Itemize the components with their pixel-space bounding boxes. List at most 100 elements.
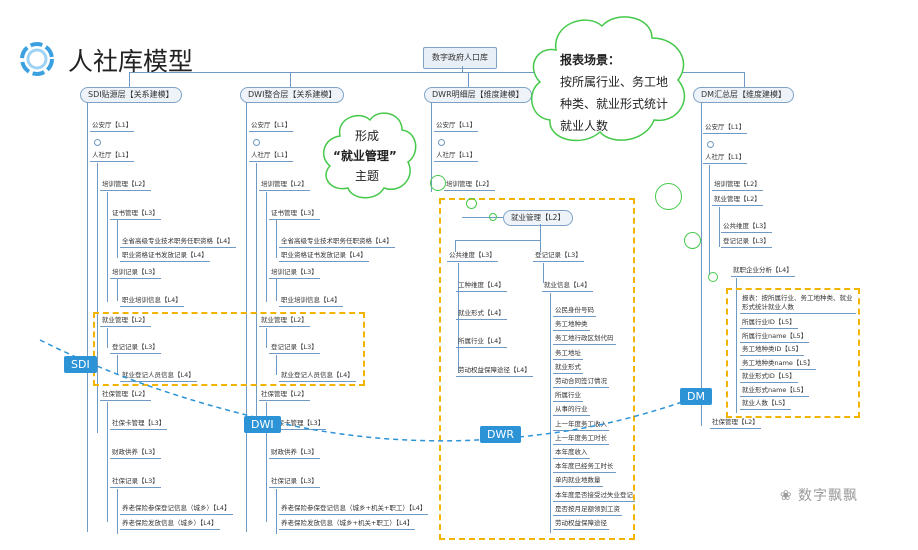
sdi-peixun: 培训管理【L2】 [100, 180, 151, 191]
dwi-trunk [246, 102, 247, 532]
sdi-sub-trunk [97, 163, 98, 433]
sdi-gonganting: 公安厅【L1】 [90, 121, 135, 132]
sdi-jiuyedengji: 就业登记人员信息【L4】 [120, 371, 197, 382]
dm-field-item: 务工地种类name【L5】 [740, 359, 816, 370]
sdi-zhengshu1: 全省高级专业技术职务任职资格【L4】 [120, 237, 236, 248]
dm-gonganting: 公安厅【L1】 [703, 123, 748, 134]
dwr-collapse-dot [438, 139, 445, 146]
dm-fenxi: 就职企业分析【L4】 [731, 266, 795, 277]
page-title: 人社库模型 [68, 47, 194, 76]
dwr-field-item: 单内就业地数量 [553, 476, 603, 488]
sdi-renshe: 人社厅【L1】 [90, 151, 135, 162]
sdi-zhengshu: 证书管理【L3】 [110, 209, 161, 220]
badge-sdi: SDI [64, 356, 97, 373]
sdi-shebao-trunk [107, 402, 108, 522]
ring-decor [655, 183, 682, 210]
dwr-field-item: 务工地行政区划代码 [553, 334, 616, 346]
dwi-jiuyedengji: 就业登记人员信息【L4】 [279, 371, 356, 382]
dm-field-item: 所属行业name【L5】 [740, 332, 810, 343]
dwr-gonggong-trunk [458, 263, 459, 373]
dm-gonggong: 公共维度【L3】 [721, 222, 772, 233]
dwi-zhengshu-trunk [276, 220, 277, 258]
sdi-caizheng: 财政供养【L3】 [110, 448, 161, 459]
cloud-right-line4: 就业人数 [560, 119, 609, 133]
dwi-shebaoka: 社保卡管理【L3】 [269, 419, 327, 430]
dwr-field-item: 本年度已经务工时长 [553, 462, 616, 474]
ring-decor [430, 175, 446, 191]
dwi-jiuye-trunk [266, 328, 267, 348]
dwi-shebaojilu: 社保记录【L3】 [269, 477, 320, 488]
dwi-yl1: 养老保险参保登记信息（城乡+机关+职工）【L4】 [279, 504, 429, 515]
dwi-dengji-trunk [276, 355, 277, 375]
sdi-dwi-jiuye-highlight [93, 312, 365, 386]
dwr-laodong: 劳动权益保障途径【L4】 [456, 366, 533, 377]
sdi-stem [129, 72, 130, 87]
dm-field-item: 就业形式ID【L5】 [740, 372, 798, 383]
dm-jiuye-trunk [719, 207, 720, 247]
dwi-yl2: 养老保险发放信息（城乡+机关+职工）【L4】 [279, 519, 416, 530]
dwi-sub-trunk [256, 163, 257, 433]
watermark: ❀ 数字飘飘 [780, 485, 858, 505]
dwi-peixunjilu-trunk [276, 279, 277, 301]
dwr-jiuye-link [462, 217, 503, 218]
layer-dm: DM汇总层【维度建模】 [693, 87, 795, 103]
dwi-jiuye: 就业管理【L2】 [259, 316, 310, 327]
dwi-renshe: 人社厅【L1】 [249, 151, 294, 162]
dwr-jiuye-stem [540, 224, 541, 240]
dwr-hangye: 所属行业【L4】 [456, 337, 507, 348]
dm-field-item: 就业人数【L5】 [740, 399, 791, 410]
layer-dwr: DWR明细层【维度建模】 [424, 87, 532, 103]
dwr-jiuye: 就业管理【L2】 [503, 210, 573, 226]
sdi-shebao: 社保管理【L2】 [100, 390, 151, 401]
sdi-trunk [87, 102, 88, 532]
sdi-yl1: 养老保险参保登记信息（城乡）【L4】 [120, 504, 233, 515]
dwi-gonganting: 公安厅【L1】 [249, 121, 294, 132]
dwi-dengji: 登记记录【L3】 [269, 343, 320, 354]
sdi-peixunjilu-trunk [117, 279, 118, 301]
dwr-field-item: 上一年度务工时长 [553, 434, 609, 445]
dwr-field-item: 上一年度务工收入 [553, 420, 609, 431]
badge-dwr: DWR [480, 426, 521, 443]
dm-collapse-dot [707, 141, 714, 148]
dwi-peixunjilu: 培训记录【L3】 [269, 268, 320, 279]
dwr-field-item: 所属行业 [553, 391, 583, 403]
cloud-right [530, 16, 685, 142]
dm-trunk [701, 102, 702, 426]
dwi-shebao: 社保管理【L2】 [259, 390, 310, 401]
sdi-jiuye-trunk [107, 328, 108, 348]
dm-field-item: 就业形式name【L5】 [740, 386, 810, 397]
dwi-zhengshu2: 职业资格证书发放记录【L4】 [279, 251, 369, 262]
dwi-peixun-trunk [266, 192, 267, 302]
dwr-field-item: 劳动权益保障途径 [553, 519, 609, 530]
dwr-jiuye-split [455, 240, 541, 241]
wechat-icon: ❀ [779, 488, 793, 504]
dm-fenxi-trunk [736, 278, 737, 413]
dwr-field-item: 就业形式 [553, 363, 583, 374]
cloud-left-line1: 形成 [355, 129, 380, 143]
sdi-zhengshu-trunk [117, 220, 118, 258]
sdi-shebaoka: 社保卡管理【L3】 [110, 419, 168, 430]
dwr-dengji: 登记记录【L3】 [533, 251, 584, 262]
dm-shebao: 社保管理【L2】 [710, 418, 761, 429]
dwi-zhengshu: 证书管理【L3】 [269, 209, 320, 220]
dwr-dengji-trunk [543, 263, 544, 283]
dm-report-highlight [726, 288, 860, 418]
sdi-dengji: 登记记录【L3】 [110, 343, 161, 354]
dwr-dengji-stem [540, 240, 541, 252]
layer-dwi: DWI整合层【关系建模】 [240, 87, 345, 103]
sdi-shebaojilu: 社保记录【L3】 [110, 477, 161, 488]
sdi-jiuye: 就业管理【L2】 [100, 316, 151, 327]
dwr-xinxi: 就业信息【L4】 [542, 281, 593, 292]
dwr-gonggong: 公共维度【L3】 [447, 251, 498, 262]
dwr-field-item: 劳动合同签订情况 [553, 377, 609, 388]
dwr-fields-trunk [550, 293, 551, 533]
layer-sdi: SDI贴源层【关系建模】 [80, 87, 182, 103]
dm-sub-trunk [709, 165, 710, 275]
dwr-trunk [431, 102, 432, 192]
dm-jiuye: 就业管理【L2】 [712, 195, 763, 206]
dm-dengji: 登记记录【L3】 [721, 237, 772, 248]
cloud-left-line2: “就业管理” [333, 149, 397, 163]
dwi-shebaojilu-trunk [276, 489, 277, 534]
badge-dwi: DWI [244, 416, 281, 433]
dm-report: 报表：按所属行业、务工地种类、就业形式统计就业人数 [740, 294, 856, 314]
